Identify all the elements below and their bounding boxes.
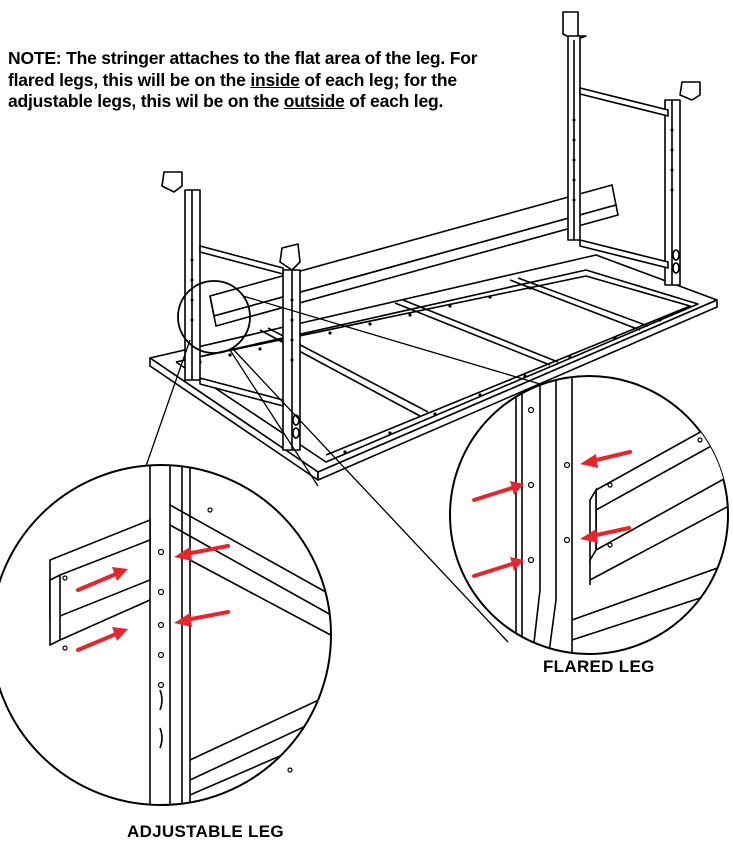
note-text-1: NOTE: The stringer attaches to the flat … xyxy=(8,48,478,90)
leg-back-right xyxy=(562,11,587,241)
detail-highlight-circle xyxy=(177,280,251,354)
red-arrow-icon xyxy=(76,627,128,652)
red-arrow-icon xyxy=(472,557,524,578)
note-outside-underlined: outside xyxy=(283,91,345,111)
note-text-2: of each leg; for the adjustable legs, th… xyxy=(8,69,457,112)
leg-right xyxy=(664,81,701,286)
assembly-note: NOTE: The stringer attaches to the flat … xyxy=(8,48,528,113)
leg-front-center xyxy=(279,243,301,451)
red-arrow-icon xyxy=(174,610,230,627)
flared-leg-detail xyxy=(449,375,729,655)
red-arrow-icon xyxy=(580,450,632,468)
leader-lines xyxy=(145,295,541,643)
red-arrow-icon xyxy=(76,567,128,592)
table-top-edge-front xyxy=(317,299,718,481)
note-inside-underlined: inside xyxy=(250,69,300,90)
adjustable-leg-label: ADJUSTABLE LEG xyxy=(127,822,284,841)
apron-holes xyxy=(198,286,662,454)
red-arrows xyxy=(76,450,632,652)
leg-left-back xyxy=(161,171,201,381)
red-arrow-icon xyxy=(174,544,230,561)
adjustable-leg-detail xyxy=(0,464,332,806)
flared-leg-label: FLARED LEG xyxy=(543,657,655,676)
cross-rail-2 xyxy=(394,302,551,366)
note-text-3: of each leg. xyxy=(344,91,444,111)
cross-rail-3 xyxy=(509,279,641,331)
red-arrow-icon xyxy=(472,481,524,502)
table-frame xyxy=(149,11,718,481)
red-arrow-icon xyxy=(580,526,631,543)
